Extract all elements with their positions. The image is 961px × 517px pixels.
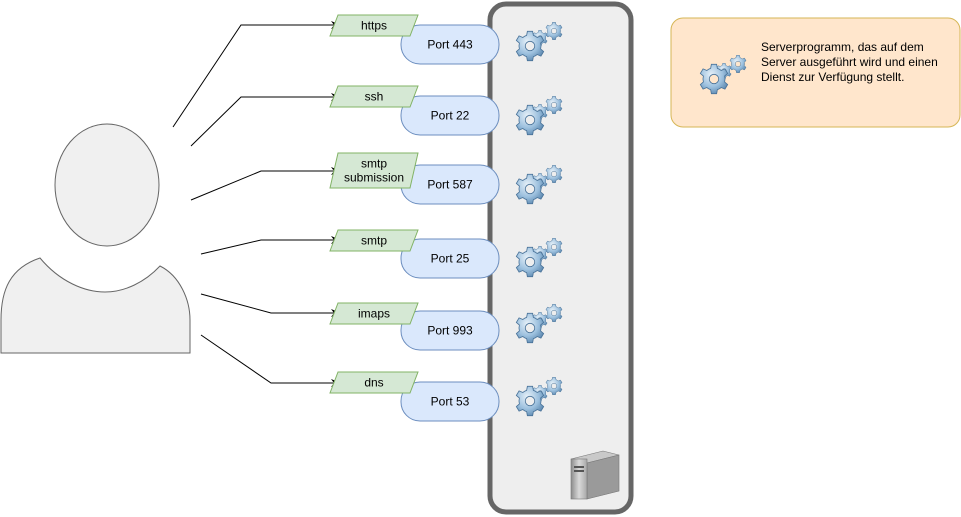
protocol-row-smtp: Port 25 smtp [200, 229, 562, 279]
port-label: Port 587 [427, 178, 473, 192]
server-box [487, 1, 634, 515]
port-label: Port 25 [431, 252, 470, 266]
protocol-row-imaps: Port 993 imaps [200, 293, 562, 351]
port-label: Port 993 [427, 324, 473, 338]
legend-box [670, 17, 961, 128]
protocol-label: https [361, 19, 387, 33]
arrow-icon [190, 167, 341, 201]
protocol-row-https: Port 443 https [172, 14, 562, 128]
arrow-icon [200, 334, 341, 387]
port-box [400, 95, 500, 136]
protocol-label: imaps [358, 307, 390, 321]
protocol-box [329, 371, 419, 394]
port-box [400, 238, 500, 279]
protocol-row-dns: Port 53 dns [200, 334, 562, 422]
protocol-label: smtp [361, 234, 387, 248]
port-box [400, 381, 500, 422]
arrow-icon [200, 236, 341, 255]
protocol-box [329, 152, 419, 189]
server-tower-icon [570, 450, 620, 500]
user-icon [0, 123, 191, 354]
protocol-box [329, 14, 419, 37]
arrow-icon [190, 93, 341, 147]
port-box [400, 24, 500, 65]
protocol-label: smtp [361, 157, 387, 171]
protocol-box [329, 85, 419, 108]
protocol-label: dns [364, 376, 383, 390]
legend-text: Serverprogramm, das auf dem Server ausge… [761, 40, 938, 84]
port-label: Port 443 [427, 38, 473, 52]
protocol-box [329, 302, 419, 325]
arrow-icon [172, 21, 341, 128]
protocol-label: submission [344, 171, 404, 185]
arrow-icon [200, 293, 341, 317]
port-label: Port 53 [431, 395, 470, 409]
port-box [400, 310, 500, 351]
protocol-row-ssh: Port 22 ssh [190, 85, 562, 147]
protocol-label: ssh [365, 90, 384, 104]
protocol-box [329, 229, 419, 252]
port-label: Port 22 [431, 109, 470, 123]
